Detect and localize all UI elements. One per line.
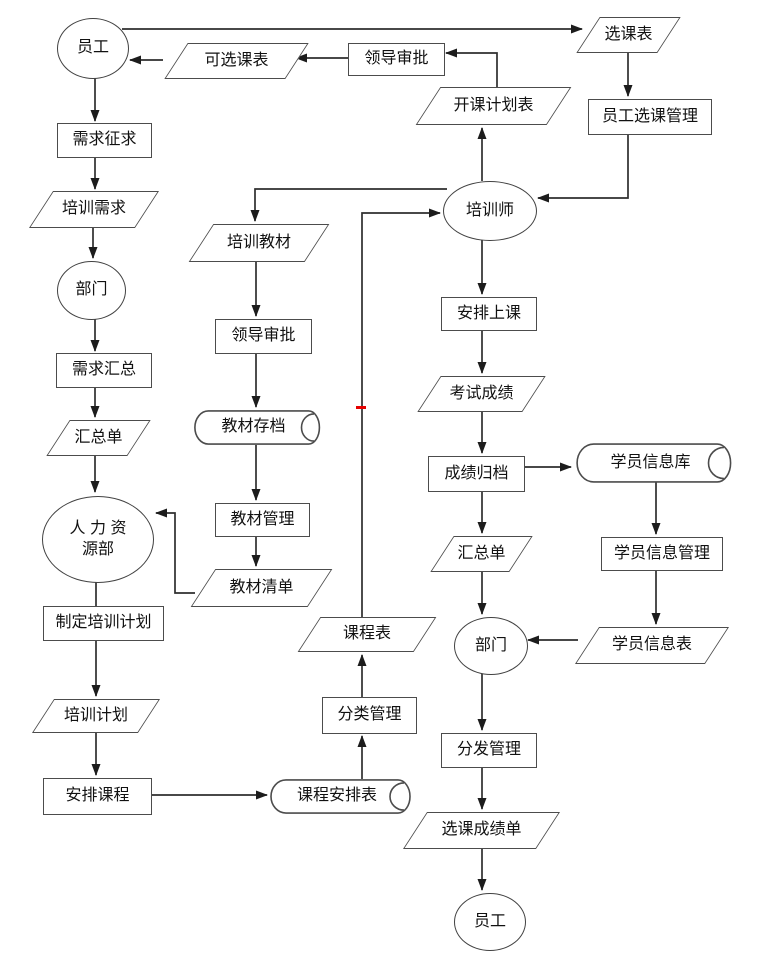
node-label: 制定培训计划 (55, 614, 152, 632)
node-student-info-mgmt: 学员信息管理 (601, 537, 723, 571)
node-label: 选课成绩单 (441, 821, 522, 839)
node-course-score-list: 选课成绩单 (402, 812, 561, 849)
node-material-mgmt: 教材管理 (215, 503, 310, 537)
node-schedule-course: 安排课程 (43, 778, 152, 815)
node-demand-summary: 需求汇总 (56, 353, 152, 388)
node-selectable-course-list: 可选课表 (163, 43, 310, 79)
node-label: 需求汇总 (71, 361, 136, 379)
node-label: 可选课表 (204, 51, 269, 69)
node-label: 成绩归档 (444, 464, 509, 482)
node-arrange-class: 安排上课 (441, 297, 537, 331)
node-material-list: 教材清单 (190, 569, 333, 607)
node-label: 选课表 (604, 25, 653, 43)
node-employee-top: 员工 (57, 18, 129, 79)
node-training-material: 培训教材 (188, 224, 330, 262)
node-label: 培训师 (465, 201, 514, 219)
node-label: 学员信息表 (611, 636, 692, 654)
node-approval-mid: 领导审批 (215, 319, 312, 354)
node-label: 培训教材 (226, 233, 291, 251)
node-label: 领导审批 (364, 50, 429, 68)
node-staff-course-mgmt: 员工选课管理 (588, 99, 712, 135)
node-dept-right: 部门 (454, 617, 528, 675)
node-training-demand: 培训需求 (28, 191, 160, 228)
node-label: 课程安排表 (296, 787, 377, 805)
node-label: 人 力 资 源部 (69, 519, 127, 558)
node-classify-mgmt: 分类管理 (322, 697, 417, 734)
node-label: 汇总单 (457, 544, 506, 562)
edge-trainer-to-training-material (250, 188, 447, 222)
node-exam-score: 考试成绩 (416, 376, 547, 412)
edge-staff-course-mgmt-to-trainer (537, 133, 629, 203)
node-label: 安排上课 (456, 304, 521, 322)
stored-data-shape (194, 410, 323, 445)
node-label: 教材存档 (221, 418, 286, 436)
node-label: 开课计划表 (453, 96, 534, 114)
stored-data-shape (576, 443, 735, 483)
node-distribute-mgmt: 分发管理 (441, 733, 537, 768)
stored-data-shape (270, 779, 414, 814)
node-label: 领导审批 (231, 327, 296, 345)
node-label: 需求征求 (72, 131, 137, 149)
node-label: 学员信息管理 (613, 544, 710, 562)
node-summary-left: 汇总单 (45, 420, 152, 456)
node-label: 员工选课管理 (601, 107, 698, 125)
node-approval-top: 领导审批 (348, 43, 445, 76)
red-mark (356, 406, 366, 409)
node-plan-making: 制定培训计划 (43, 606, 164, 641)
node-label: 员工 (76, 39, 109, 57)
node-course-schedule-table: 课程安排表 (270, 779, 414, 814)
node-label: 员工 (473, 912, 506, 930)
node-training-plan: 培训计划 (30, 699, 162, 733)
node-label: 安排课程 (65, 787, 130, 805)
node-label: 汇总单 (74, 428, 123, 446)
node-label: 分发管理 (456, 741, 521, 759)
node-summary-right: 汇总单 (429, 536, 534, 572)
node-label: 教材管理 (230, 510, 295, 528)
node-label: 课程表 (342, 625, 391, 643)
node-label: 培训计划 (63, 706, 128, 724)
node-dept-left: 部门 (57, 261, 126, 320)
node-label: 教材清单 (229, 578, 294, 596)
node-label: 部门 (474, 636, 507, 654)
edge-open-course-plan-to-approval-top (445, 48, 498, 87)
node-label: 培训需求 (61, 200, 126, 218)
node-hr: 人 力 资 源部 (42, 496, 154, 583)
node-employee-bottom: 员工 (454, 893, 526, 951)
edge-course-table-to-trainer (361, 208, 441, 617)
node-student-info-form: 学员信息表 (574, 627, 730, 664)
node-trainer: 培训师 (443, 181, 537, 241)
node-label: 部门 (75, 281, 108, 299)
node-label: 考试成绩 (449, 384, 514, 402)
node-student-info-db: 学员信息库 (576, 443, 735, 483)
edge-material-list-to-hr (155, 508, 195, 594)
node-open-course-plan: 开课计划表 (415, 87, 572, 125)
node-label: 学员信息库 (610, 453, 691, 471)
node-score-archive: 成绩归档 (428, 456, 525, 492)
node-course-selection-form: 选课表 (575, 17, 682, 53)
node-demand-solicit: 需求征求 (57, 123, 152, 158)
node-material-archive: 教材存档 (194, 410, 323, 445)
node-label: 分类管理 (337, 706, 402, 724)
node-course-table: 课程表 (296, 617, 438, 652)
